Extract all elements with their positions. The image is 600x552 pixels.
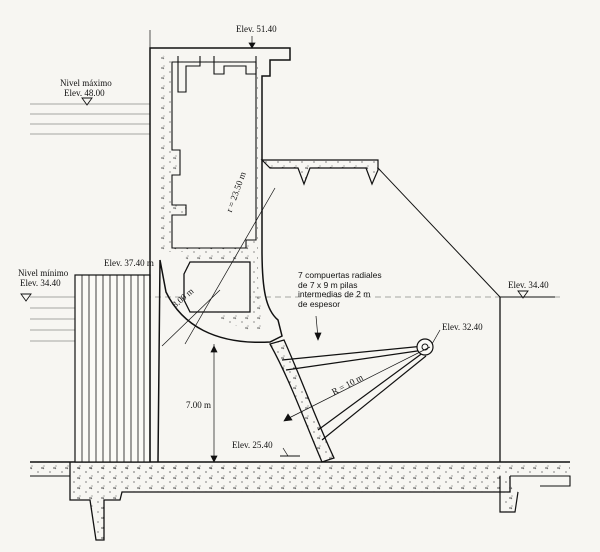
height-dim-label: 7.00 m: [186, 400, 212, 410]
elev-max-label: Elev. 48.00: [64, 88, 105, 98]
nivel-minimo-label: Nivel mínimo: [18, 268, 69, 278]
pier-outline: [149, 30, 291, 463]
gates-note-label: 7 compuertas radiales de 7 x 9 m pilas i…: [298, 270, 382, 309]
elev-min-label: Elev. 34.40: [20, 278, 61, 288]
downstream-slope: [377, 167, 555, 462]
dimension-lines: [161, 36, 441, 463]
elev-sill-label: Elev. 25.40: [232, 440, 273, 450]
elev-3740-label: Elev. 37.40 m: [104, 258, 154, 268]
nivel-maximo-label: Nivel máximo: [60, 78, 112, 88]
water-levels: [30, 103, 560, 342]
water-level-markers: [20, 97, 529, 302]
stoplog-stack: [74, 274, 151, 463]
elev-pivot-label: Elev. 32.40: [442, 322, 483, 332]
elev-right-label: Elev. 34.40: [508, 280, 549, 290]
foundation-slab: [30, 455, 571, 541]
upper-deck: [260, 159, 379, 186]
elev-top-label: Elev. 51.40: [236, 24, 277, 34]
radial-gate: [269, 338, 434, 463]
